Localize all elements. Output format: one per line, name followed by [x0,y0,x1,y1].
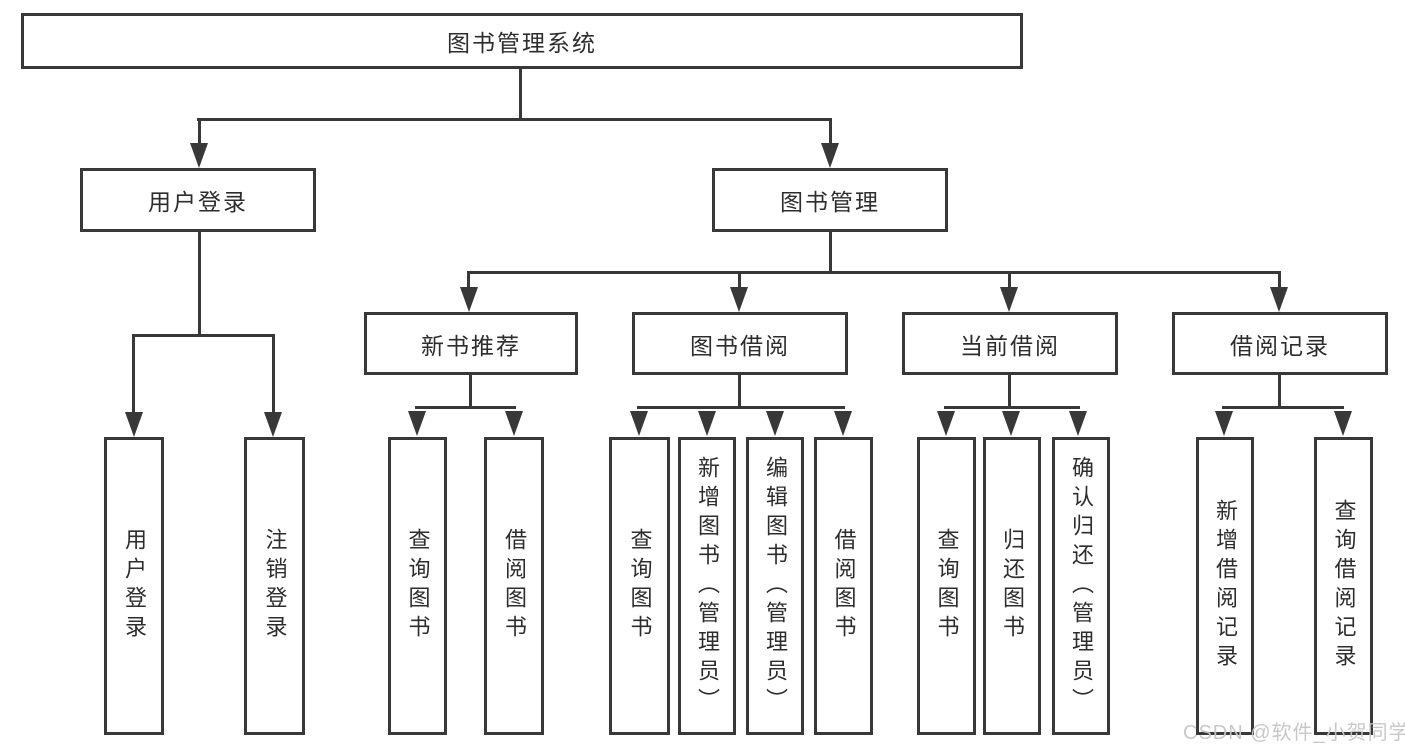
arrowhead-g4-return [1002,411,1020,436]
node-current-borrow: 当前借阅 [902,312,1118,375]
leaf-confirm-return-admin-label: 确认归还（管理员） [1069,455,1094,717]
arrowhead-g3-add [698,411,716,436]
arrowhead-borrow [730,287,748,312]
node-borrow-records: 借阅记录 [1172,312,1388,375]
connector-g1-stem [198,232,201,336]
node-root: 图书管理系统 [21,13,1023,69]
connector-user-login-stem [198,121,201,147]
leaf-recommend-query-books: 查询图书 [388,437,447,735]
node-root-label: 图书管理系统 [447,30,597,56]
arrowhead-g4-query [937,411,955,436]
node-book-management: 图书管理 [712,168,948,232]
node-book-borrow: 图书借阅 [632,312,848,375]
node-current-borrow-label: 当前借阅 [960,332,1060,359]
leaf-add-borrow-record: 新增借阅记录 [1196,437,1254,735]
leaf-borrow-books: 借阅图书 [814,437,873,735]
leaf-borrow-books-label: 借阅图书 [831,528,857,644]
connector-g1-left-drop [132,337,135,414]
node-book-management-label: 图书管理 [780,189,880,215]
leaf-recommend-query-books-label: 查询图书 [405,528,431,644]
arrowhead-g3-borrow [834,411,852,436]
connector-g5-stem [1278,375,1281,408]
connector-root-stem [519,69,522,118]
csdn-watermark: CSDN @软件_小贺同学 [1183,722,1405,744]
leaf-borrow-query-books: 查询图书 [609,437,670,735]
arrowhead-g3-query [630,411,648,436]
leaf-query-borrow-record-label: 查询借阅记录 [1331,499,1357,673]
leaf-edit-books-admin-label: 编辑图书（管理员） [763,455,788,717]
leaf-return-books-label: 归还图书 [1000,528,1025,644]
arrowhead-g2-query [408,411,426,436]
connector-g4-stem [1008,375,1011,408]
leaf-user-login-label: 用户登录 [122,528,147,644]
connector-l3-rail [467,271,1281,274]
leaf-query-borrow-record: 查询借阅记录 [1314,437,1373,735]
connector-current-drop [1008,274,1011,288]
connector-g1-right-drop [272,337,275,414]
node-new-book-recommend-label: 新书推荐 [421,332,521,359]
leaf-current-query-books: 查询图书 [917,437,976,735]
leaf-add-books-admin-label: 新增图书（管理员） [695,455,720,717]
connector-g2-rail [415,406,516,409]
connector-records-drop [1278,274,1281,288]
connector-l3-stem [829,232,832,273]
node-user-login-label: 用户登录 [148,189,248,215]
connector-g3-rail [637,406,845,409]
leaf-recommend-borrow-books: 借阅图书 [484,437,544,735]
arrowhead-g3-edit [766,411,784,436]
leaf-logout-label: 注销登录 [262,528,288,644]
arrowhead-g5-add-record [1215,411,1233,436]
leaf-add-books-admin: 新增图书（管理员） [678,437,736,735]
connector-recommend-drop [467,274,470,288]
leaf-recommend-borrow-books-label: 借阅图书 [502,528,527,644]
connector-level2-rail [197,118,832,121]
arrowhead-user-login [190,143,208,168]
connector-g2-stem [469,375,472,408]
node-borrow-records-label: 借阅记录 [1230,332,1330,359]
connector-g1-rail [132,334,275,337]
leaf-add-borrow-record-label: 新增借阅记录 [1213,499,1238,673]
arrowhead-g2-borrow [505,411,523,436]
connector-g5-rail [1222,406,1344,409]
arrowhead-recommend [460,287,478,312]
connector-book-mgmt-stem [829,121,832,147]
arrowhead-current [1000,287,1018,312]
connector-borrow-drop [738,274,741,288]
connector-g4-rail [944,406,1080,409]
node-book-borrow-label: 图书借阅 [690,332,790,359]
arrowhead-g5-query-record [1334,411,1352,436]
leaf-user-login: 用户登录 [104,437,164,735]
arrowhead-book-mgmt [821,143,839,168]
arrowhead-leaf-login [125,412,143,437]
leaf-borrow-query-books-label: 查询图书 [627,528,653,644]
leaf-confirm-return-admin: 确认归还（管理员） [1052,437,1110,735]
leaf-return-books: 归还图书 [983,437,1041,735]
arrowhead-g4-confirm [1069,411,1087,436]
connector-g3-stem [738,375,741,408]
node-user-login: 用户登录 [80,168,316,232]
leaf-logout: 注销登录 [244,437,305,735]
node-new-book-recommend: 新书推荐 [364,312,578,375]
arrowhead-leaf-logout [264,412,282,437]
arrowhead-records [1270,287,1288,312]
leaf-edit-books-admin: 编辑图书（管理员） [746,437,804,735]
leaf-current-query-books-label: 查询图书 [934,528,960,644]
